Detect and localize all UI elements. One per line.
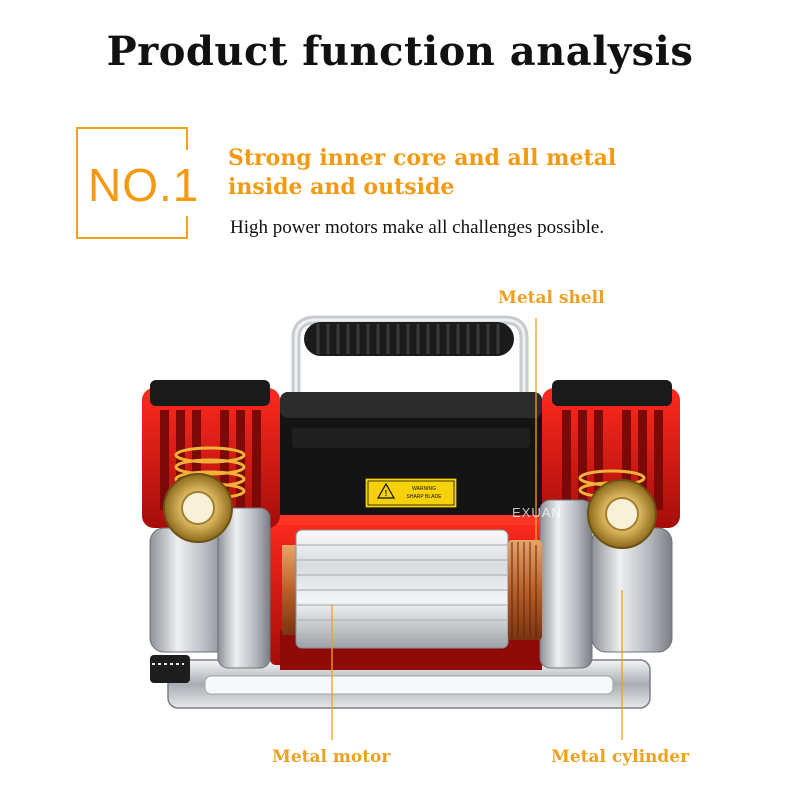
callout-metal-cylinder: Metal cylinder xyxy=(551,747,690,767)
warning-label-line-1: WARNING xyxy=(412,486,436,492)
callout-metal-motor: Metal motor xyxy=(272,747,391,767)
carry-handle xyxy=(291,315,529,430)
svg-text:!: ! xyxy=(385,489,388,498)
motor-armature xyxy=(282,529,542,649)
right-metal-cylinder xyxy=(539,479,673,669)
feature-headline: Strong inner core and all metal inside a… xyxy=(228,144,688,202)
left-metal-cylinder xyxy=(149,473,271,669)
page-title: Product function analysis xyxy=(106,28,694,75)
headline-line-1: Strong inner core and all metal xyxy=(228,145,617,171)
brand-watermark: EXUAN xyxy=(512,505,562,520)
callout-metal-shell: Metal shell xyxy=(498,288,605,308)
feature-subtitle: High power motors make all challenges po… xyxy=(230,217,605,238)
warning-label-line-2: SHARP BLADE xyxy=(407,494,443,500)
warning-label: ! WARNING SHARP BLADE xyxy=(364,477,458,509)
callout-lines xyxy=(331,318,623,740)
feature-number: NO.1 xyxy=(88,159,200,211)
headline-line-2: inside and outside xyxy=(228,174,455,200)
black-housing xyxy=(280,392,542,532)
